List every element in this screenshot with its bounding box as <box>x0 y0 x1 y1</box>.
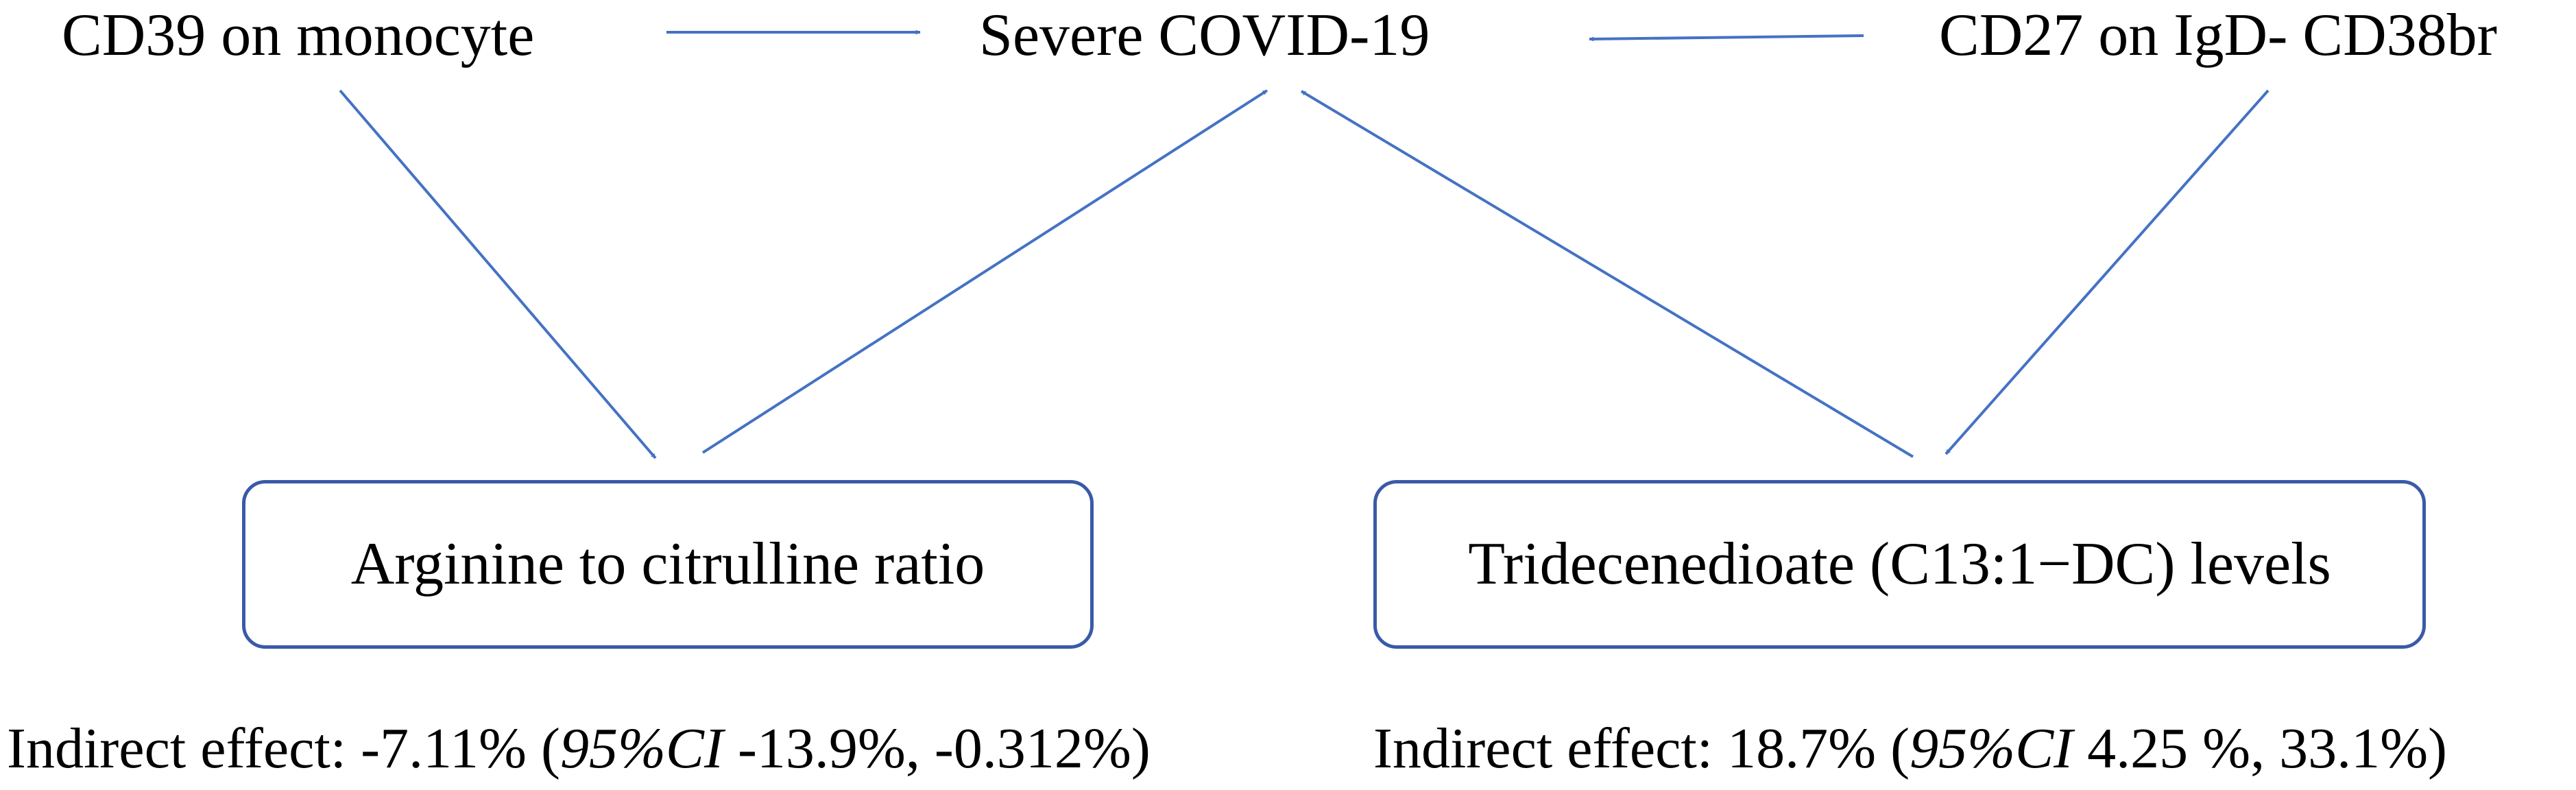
effect-left-label: Indirect effect: <box>7 717 347 780</box>
effect-left-ci-label: 95%CI <box>559 717 723 780</box>
effect-right-value: 18.7% <box>1727 717 1877 780</box>
indirect-effect-right: Indirect effect: 18.7% (95%CI 4.25 %, 33… <box>1373 717 2448 780</box>
arrow-cd27-to-outcome <box>1589 34 1864 42</box>
effect-right-label: Indirect effect: <box>1373 717 1713 780</box>
arrow-cd39-to-arginine <box>339 89 657 459</box>
arrow-tridec-to-outcome <box>1300 90 1914 458</box>
effect-right-ci-values: 4.25 %, 33.1% <box>2087 717 2429 780</box>
effect-right-ci-label: 95%CI <box>1910 717 2073 780</box>
indirect-effect-left: Indirect effect: -7.11% (95%CI -13.9%, -… <box>7 717 1151 780</box>
arrow-cd27-to-tridec <box>1945 89 2270 455</box>
mediator-tridecenedioate-label: Tridecenedioate (C13:1−DC) levels <box>1468 531 2331 597</box>
mediator-tridecenedioate-box: Tridecenedioate (C13:1−DC) levels <box>1373 480 2426 649</box>
effect-left-value: -7.11% <box>361 717 527 780</box>
exposure-cd39-label: CD39 on monocyte <box>62 2 535 69</box>
arrow-arginine-to-outcome <box>701 89 1268 454</box>
outcome-severe-covid-label: Severe COVID-19 <box>979 2 1430 69</box>
mediator-arginine-label: Arginine to citrulline ratio <box>350 531 985 597</box>
mediator-arginine-box: Arginine to citrulline ratio <box>242 480 1094 649</box>
effect-left-ci-values: -13.9%, -0.312% <box>737 717 1131 780</box>
exposure-cd27-label: CD27 on IgD- CD38br <box>1939 2 2497 69</box>
